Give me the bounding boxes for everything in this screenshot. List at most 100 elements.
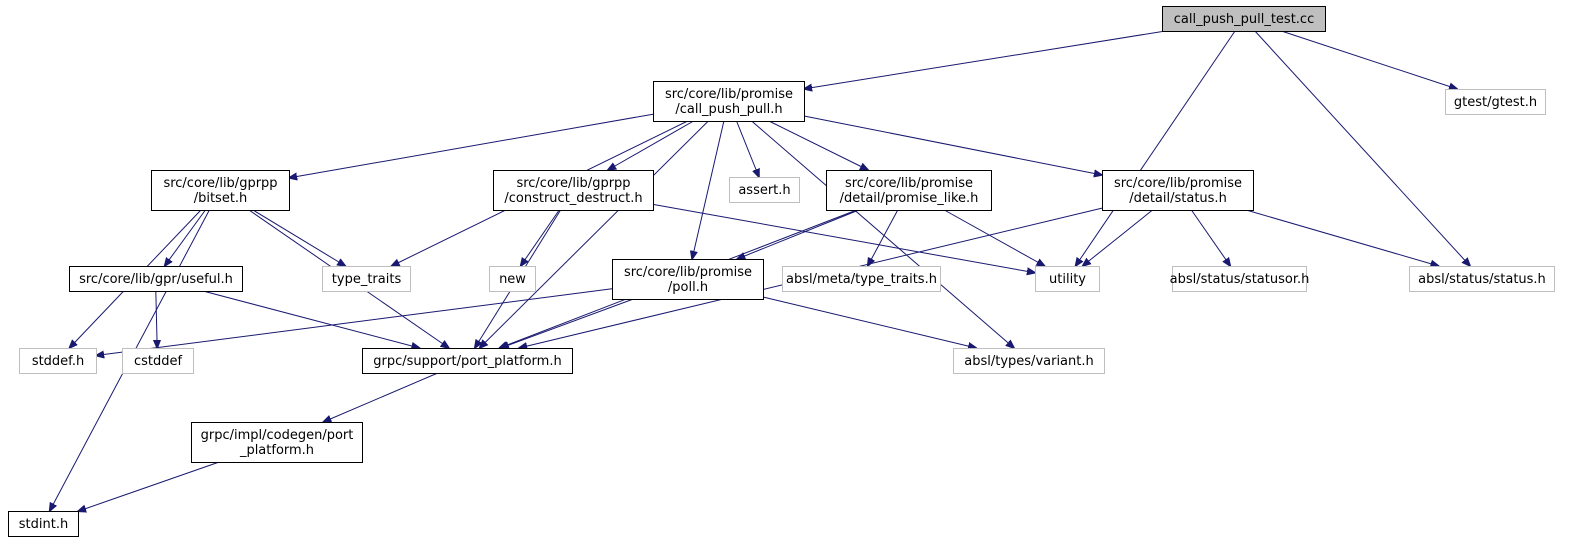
node-box xyxy=(191,422,363,463)
node-label: /detail/status.h xyxy=(1129,191,1227,206)
node-label: cstddef xyxy=(134,354,183,369)
node-box xyxy=(1409,266,1555,292)
node-box xyxy=(653,81,805,122)
node-construct_destruct[interactable]: src/core/lib/gprpp/construct_destruct.h xyxy=(493,170,654,211)
edge-call_push_pull-to-assert xyxy=(736,120,759,177)
node-box xyxy=(151,170,290,211)
node-label: src/core/lib/gprpp xyxy=(163,176,277,191)
node-label: stdint.h xyxy=(19,517,68,532)
edge-root-to-utility xyxy=(1075,30,1236,266)
node-assert: assert.h xyxy=(729,177,800,203)
node-box xyxy=(19,348,97,374)
node-box xyxy=(953,348,1105,374)
node-label: /call_push_pull.h xyxy=(675,102,782,117)
edge-detail_status-to-statusor xyxy=(1190,209,1230,266)
node-label: absl/types/variant.h xyxy=(964,354,1093,369)
edge-poll-to-stddef xyxy=(96,288,613,356)
node-label: src/core/lib/promise xyxy=(1114,176,1242,191)
node-box xyxy=(69,266,243,292)
node-variant: absl/types/variant.h xyxy=(953,348,1105,374)
edge-detail_status-to-absl_status xyxy=(1246,209,1438,266)
edge-poll-to-variant xyxy=(762,296,976,348)
node-box xyxy=(826,170,992,211)
node-label: assert.h xyxy=(738,183,790,198)
edge-call_push_pull-to-poll xyxy=(692,120,725,259)
node-call_push_pull[interactable]: src/core/lib/promise/call_push_pull.h xyxy=(653,81,805,122)
edge-promise_like-to-poll xyxy=(737,209,860,259)
node-label: /construct_destruct.h xyxy=(504,191,642,206)
node-label: utility xyxy=(1049,272,1086,287)
node-type_traits: type_traits xyxy=(322,266,411,292)
edge-promise_like-to-meta_type_traits xyxy=(868,209,899,266)
edge-call_push_pull-to-bitset xyxy=(289,113,654,178)
node-box xyxy=(1035,266,1100,292)
node-label: src/core/lib/gprpp xyxy=(516,176,630,191)
node-useful[interactable]: src/core/lib/gpr/useful.h xyxy=(69,266,243,292)
node-gtest: gtest/gtest.h xyxy=(1445,89,1546,115)
node-label: grpc/support/port_platform.h xyxy=(373,354,561,369)
node-box xyxy=(1172,266,1307,292)
node-box xyxy=(489,266,536,292)
node-layer: call_push_pull_test.cc src/core/lib/promi… xyxy=(8,6,1555,537)
node-box xyxy=(122,348,194,374)
node-poll[interactable]: src/core/lib/promise/poll.h xyxy=(612,259,764,300)
node-label: stddef.h xyxy=(32,354,84,369)
node-box xyxy=(782,266,941,292)
node-meta_type_traits: absl/meta/type_traits.h xyxy=(782,266,941,292)
node-port_platform[interactable]: grpc/support/port_platform.h xyxy=(362,348,573,374)
node-box xyxy=(1102,170,1254,211)
edge-bitset-to-useful xyxy=(165,209,206,266)
edge-port_platform-to-impl_port_platform xyxy=(323,372,438,422)
node-label: src/core/lib/promise xyxy=(624,265,752,280)
edge-detail_status-to-utility xyxy=(1083,209,1153,266)
edge-call_push_pull-to-port_platform xyxy=(480,120,709,348)
node-box xyxy=(1162,6,1326,32)
edge-call_push_pull-to-promise_like xyxy=(768,120,868,170)
edge-root-to-gtest xyxy=(1281,30,1457,89)
node-utility: utility xyxy=(1035,266,1100,292)
node-bitset[interactable]: src/core/lib/gprpp/bitset.h xyxy=(151,170,290,211)
edge-construct_destruct-to-new xyxy=(521,209,560,266)
node-impl_port_platform[interactable]: grpc/impl/codegen/port_platform.h xyxy=(191,422,363,463)
edge-call_push_pull-to-variant xyxy=(751,120,1014,348)
node-label: grpc/impl/codegen/port xyxy=(201,428,354,443)
node-label: /bitset.h xyxy=(194,191,248,206)
edge-root-to-call_push_pull xyxy=(804,30,1166,89)
node-detail_status[interactable]: src/core/lib/promise/detail/status.h xyxy=(1102,170,1254,211)
edge-promise_like-to-utility xyxy=(944,209,1044,266)
node-label: type_traits xyxy=(332,272,402,287)
node-box xyxy=(322,266,411,292)
node-box xyxy=(1445,89,1546,115)
node-label: src/core/lib/promise xyxy=(665,87,793,102)
edge-construct_destruct-to-utility xyxy=(652,203,1035,272)
node-box xyxy=(729,177,800,203)
node-label: absl/meta/type_traits.h xyxy=(786,272,937,287)
node-cstddef: cstddef xyxy=(122,348,194,374)
edge-useful-to-cstddef xyxy=(156,290,157,348)
edge-useful-to-port_platform xyxy=(202,290,420,348)
node-box xyxy=(362,348,573,374)
node-label: new xyxy=(499,272,526,287)
node-label: call_push_pull_test.cc xyxy=(1174,12,1314,27)
node-label: absl/status/status.h xyxy=(1418,272,1546,287)
node-root[interactable]: call_push_pull_test.cc xyxy=(1162,6,1326,32)
edge-bitset-to-type_traits xyxy=(252,209,345,266)
node-stdint[interactable]: stdint.h xyxy=(8,511,79,537)
node-box xyxy=(612,259,764,300)
node-absl_status: absl/status/status.h xyxy=(1409,266,1555,292)
edge-root-to-absl_status xyxy=(1254,30,1470,266)
node-label: src/core/lib/gpr/useful.h xyxy=(79,272,233,287)
node-label: gtest/gtest.h xyxy=(1454,95,1537,110)
node-label: _platform.h xyxy=(239,443,314,458)
node-new: new xyxy=(489,266,536,292)
node-promise_like[interactable]: src/core/lib/promise/detail/promise_like… xyxy=(826,170,992,211)
node-box xyxy=(8,511,79,537)
node-label: absl/status/statusor.h xyxy=(1170,272,1310,287)
node-box xyxy=(493,170,654,211)
edge-call_push_pull-to-construct_destruct xyxy=(608,120,694,170)
node-label: /detail/promise_like.h xyxy=(840,191,979,206)
node-stddef: stddef.h xyxy=(19,348,97,374)
node-label: /poll.h xyxy=(668,280,708,295)
node-statusor: absl/status/statusor.h xyxy=(1170,266,1310,292)
node-label: src/core/lib/promise xyxy=(845,176,973,191)
